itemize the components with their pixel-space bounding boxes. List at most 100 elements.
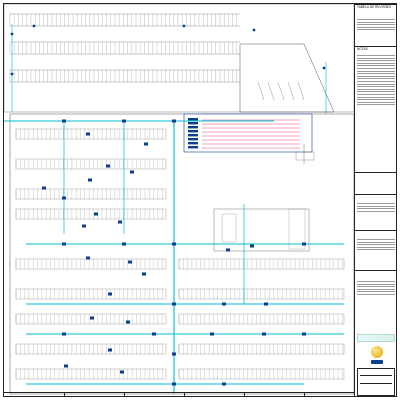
equipment-marker <box>172 382 176 386</box>
parking-row-right <box>178 258 345 270</box>
parking-row-right <box>178 343 345 355</box>
legend-swatch <box>188 146 198 149</box>
legend-swatch <box>188 134 198 137</box>
parking-row-left <box>15 288 167 300</box>
equipment-marker <box>172 242 176 246</box>
equipment-marker <box>62 119 66 123</box>
title-block: TABELA DE REVISÕES NOTAS <box>354 4 397 396</box>
equipment-marker <box>130 170 134 174</box>
parking-row-right <box>178 368 345 380</box>
lower-parking-block <box>9 113 355 395</box>
ramp-stall-line <box>297 81 305 101</box>
equipment-marker <box>172 302 176 306</box>
parking-row-right <box>178 313 345 325</box>
equipment-marker <box>62 242 66 246</box>
equipment-marker <box>62 332 66 336</box>
equipment-marker <box>122 119 126 123</box>
equipment-marker <box>250 244 254 248</box>
ramp-area <box>239 43 335 113</box>
upper-parking-block <box>3 3 355 113</box>
riser-marker <box>322 66 326 70</box>
ramp-stall-line <box>277 81 285 101</box>
parking-row-left <box>15 188 167 200</box>
title-block-stamp <box>357 368 395 396</box>
legend-swatch <box>188 142 198 145</box>
plan-view <box>3 3 355 396</box>
legend-swatch <box>188 118 198 121</box>
equipment-marker <box>128 260 132 264</box>
equipment-marker <box>82 224 86 228</box>
parking-row-left <box>15 208 167 220</box>
equipment-marker <box>144 142 148 146</box>
equipment-marker <box>90 316 94 320</box>
notes-title: NOTAS <box>357 47 368 51</box>
riser-marker <box>182 24 186 28</box>
notes-text <box>357 55 395 107</box>
parking-row-right <box>178 288 345 300</box>
title-block-pending <box>355 172 397 194</box>
equipment-marker <box>264 302 268 306</box>
legend-swatch <box>188 122 198 125</box>
approval-box-table <box>357 281 395 297</box>
title-block-approval-box <box>355 270 397 332</box>
equipment-marker <box>108 348 112 352</box>
title-block-reference-docs <box>355 230 397 270</box>
approval-banner <box>357 334 395 342</box>
equipment-marker <box>120 370 124 374</box>
parking-row-left <box>15 368 167 380</box>
reference-docs-table <box>357 239 395 252</box>
core-stair <box>221 213 237 243</box>
equipment-marker <box>226 248 230 252</box>
equipment-marker <box>262 332 266 336</box>
equipment-marker <box>86 132 90 136</box>
equipment-marker <box>210 332 214 336</box>
core-ramp <box>288 208 306 250</box>
core-area <box>213 208 310 252</box>
detail-callout <box>295 151 315 161</box>
legend-swatch <box>188 130 198 133</box>
equipment-marker <box>42 186 46 190</box>
equipment-marker <box>302 332 306 336</box>
legend-box <box>183 113 313 153</box>
riser-marker <box>10 32 14 36</box>
parking-row-left <box>15 343 167 355</box>
equipment-marker <box>172 352 176 356</box>
title-block-revisions: TABELA DE REVISÕES <box>355 4 397 46</box>
riser-marker <box>252 28 256 32</box>
equipment-marker <box>108 292 112 296</box>
equipment-marker <box>172 119 176 123</box>
riser-marker <box>10 72 14 76</box>
parking-row-left <box>15 128 167 140</box>
plan-drawing <box>3 3 355 395</box>
revisions-table <box>357 19 395 32</box>
equipment-marker <box>142 272 146 276</box>
title-block-consulted-docs <box>355 194 397 230</box>
equipment-marker <box>152 332 156 336</box>
title-block-notes: NOTAS <box>355 46 397 172</box>
parking-row-left <box>15 258 167 270</box>
legend-swatch <box>188 126 198 129</box>
equipment-marker <box>302 242 306 246</box>
equipment-marker <box>222 382 226 386</box>
consulted-docs-table <box>357 203 395 213</box>
drawing-frame <box>3 3 397 397</box>
revisions-title: TABELA DE REVISÕES <box>357 5 392 9</box>
equipment-marker <box>86 256 90 260</box>
equipment-marker <box>222 302 226 306</box>
legend-swatch <box>188 138 198 141</box>
parking-row-left <box>15 158 167 170</box>
ramp-stall-line <box>257 81 265 101</box>
equipment-marker <box>118 220 122 224</box>
equipment-marker <box>122 242 126 246</box>
equipment-marker <box>64 364 68 368</box>
ramp-stall-line <box>267 81 275 101</box>
equipment-marker <box>88 178 92 182</box>
ramp-stall-line <box>287 81 295 101</box>
company-logo-icon <box>371 346 383 358</box>
equipment-marker <box>106 164 110 168</box>
equipment-marker <box>62 196 66 200</box>
riser-marker <box>32 24 36 28</box>
equipment-marker <box>94 212 98 216</box>
company-logo-wordmark-icon <box>371 360 383 364</box>
